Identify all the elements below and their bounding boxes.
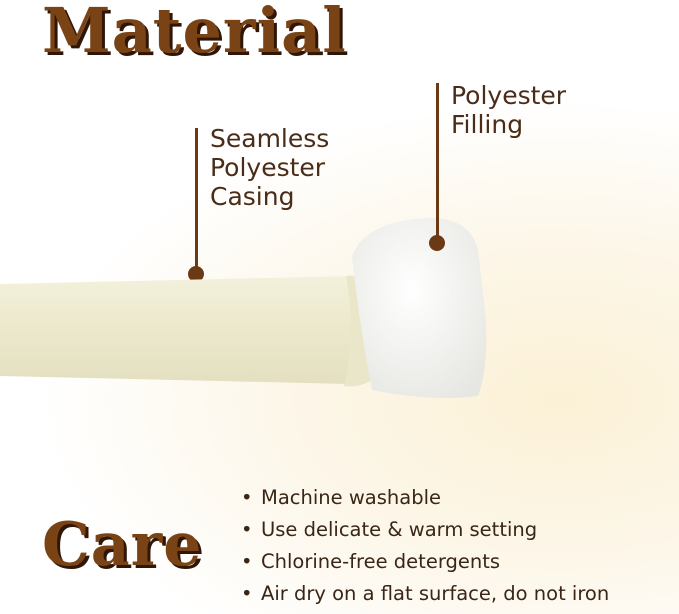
callout-line-casing: [195, 128, 198, 273]
callout-dot-casing: [188, 266, 204, 282]
heading-care: Care: [42, 510, 203, 580]
bullet-icon: •: [241, 518, 253, 541]
heading-material: Material: [42, 0, 347, 67]
callout-label-filling: Polyester Filling: [451, 81, 566, 139]
callout-filling-line-2: Filling: [451, 110, 524, 139]
care-item-text: Chlorine-free detergents: [261, 550, 501, 573]
callout-casing-line-2: Polyester: [210, 153, 326, 182]
product-illustration: [0, 218, 487, 398]
care-item-text: Machine washable: [261, 486, 441, 509]
bullet-icon: •: [241, 486, 253, 509]
care-item: • Chlorine-free detergents: [241, 546, 609, 578]
care-item: • Machine washable: [241, 482, 609, 514]
callout-casing-line-3: Casing: [210, 182, 295, 211]
care-item-text: Air dry on a flat surface, do not iron: [261, 582, 610, 605]
bullet-icon: •: [241, 582, 253, 605]
care-instructions-list: • Machine washable • Use delicate & warm s…: [241, 482, 609, 610]
casing-tube: [0, 276, 354, 384]
bullet-icon: •: [241, 550, 253, 573]
care-item: • Use delicate & warm setting: [241, 514, 609, 546]
care-item-text: Use delicate & warm setting: [261, 518, 538, 541]
callout-dot-filling: [429, 235, 445, 251]
callout-line-filling: [436, 83, 439, 243]
callout-label-casing: Seamless Polyester Casing: [210, 124, 329, 211]
care-item: • Air dry on a flat surface, do not iron: [241, 578, 609, 610]
polyester-filling: [352, 218, 487, 398]
callout-casing-line-1: Seamless: [210, 124, 330, 153]
callout-filling-line-1: Polyester: [451, 81, 567, 110]
